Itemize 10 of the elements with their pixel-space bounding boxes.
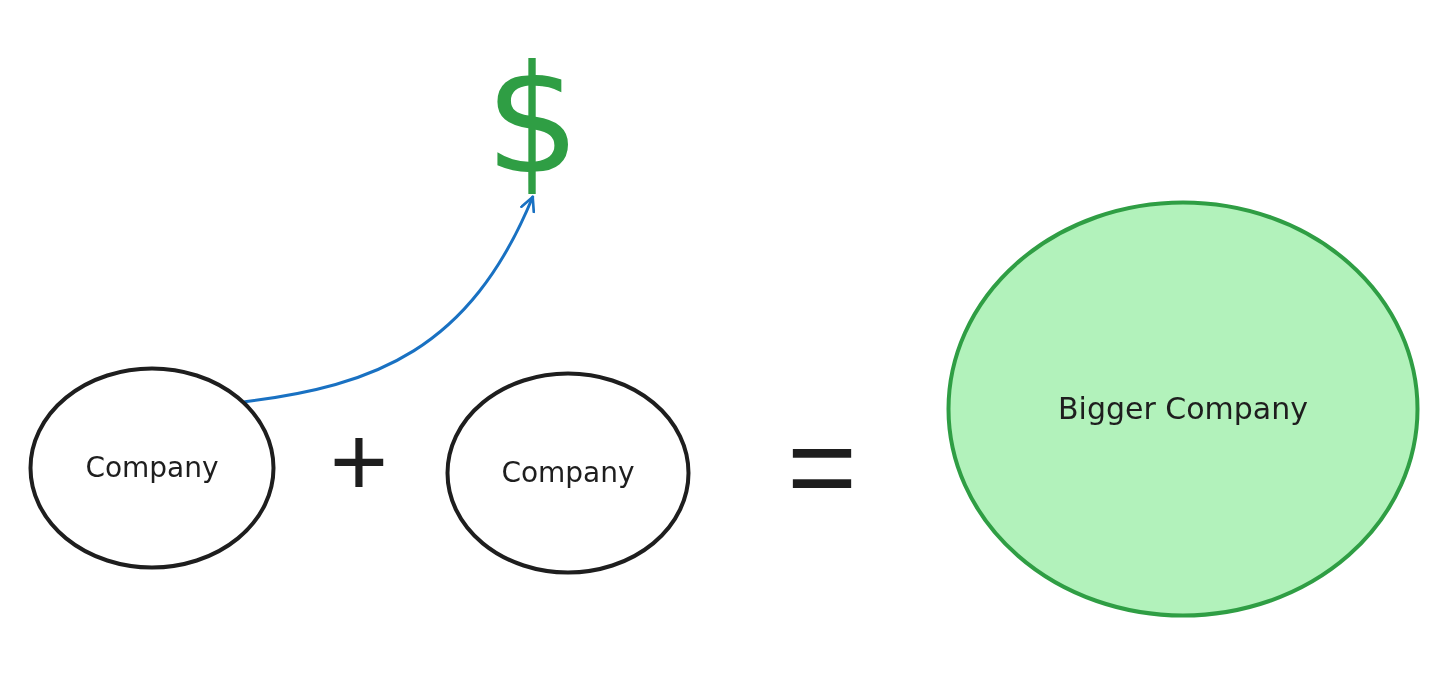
arrow [243, 195, 535, 404]
node-label: Company [501, 456, 635, 490]
circle-node [946, 200, 1420, 618]
plus-sign: + [329, 411, 389, 511]
circle-node [445, 371, 691, 575]
node-label: Bigger Company [1057, 391, 1309, 427]
dollar-sign: $ [485, 45, 581, 195]
circle-node [28, 366, 276, 570]
node-label: Company [85, 451, 219, 485]
equals-sign: = [786, 406, 858, 526]
